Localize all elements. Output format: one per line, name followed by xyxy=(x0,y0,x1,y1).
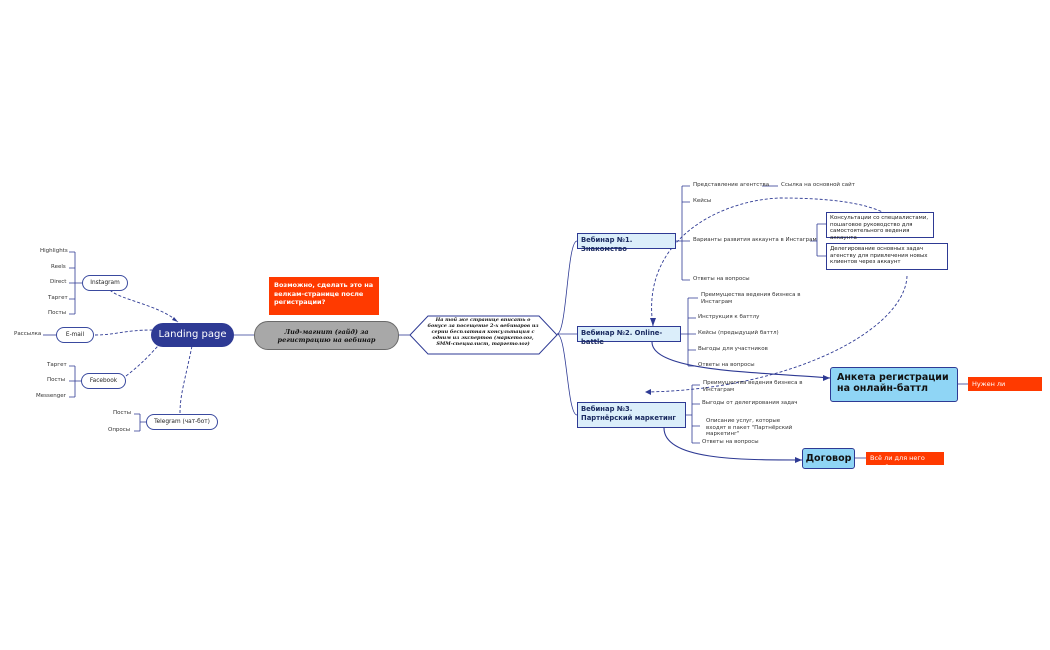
webinar-1-variant: Консультации со специалистами, пошаговое… xyxy=(826,212,934,241)
email-item: Рассылка xyxy=(14,331,42,337)
webinar-1-item: Представление агентства xyxy=(693,182,770,188)
webinar-2-item: Кейсы (предыдущий баттл) xyxy=(698,330,779,336)
instagram-item: Reels xyxy=(51,264,66,270)
webinar-3-item: Ответы на вопросы xyxy=(702,439,759,445)
telegram-label: Telegram (чат-бот) xyxy=(154,419,210,425)
webinar-3-item: Описание услуг, которые входят в пакет "… xyxy=(706,418,793,437)
webinar-3-label: Вебинар №3. Партнёрский маркетинг xyxy=(581,405,676,422)
webinar-2-item: Преимущества ведения бизнеса в Инстаграм xyxy=(701,292,801,305)
instagram-node[interactable]: Instagram xyxy=(82,275,128,291)
hexagon-shape xyxy=(409,315,558,355)
webinar-1-label: Вебинар №1. Знакомство xyxy=(581,236,633,253)
webinar-1-link: Ссылка на основной сайт xyxy=(781,182,855,188)
webinar-1-item: Ответы на вопросы xyxy=(693,276,750,282)
webinar-2-label: Вебинар №2. Online-battle xyxy=(581,329,663,346)
instagram-label: Instagram xyxy=(90,280,120,286)
facebook-item: Messenger xyxy=(36,393,66,399)
webinar-3-node[interactable]: Вебинар №3. Партнёрский маркетинг xyxy=(577,402,686,428)
dogovor-label: Договор xyxy=(805,453,852,464)
central-landing-page[interactable]: Landing page xyxy=(151,323,234,347)
instagram-item: Highlights xyxy=(40,248,68,254)
dogovor-node[interactable]: Договор xyxy=(802,448,855,469)
email-node[interactable]: E-mail xyxy=(56,327,94,343)
webinar-1-variant: Делегирование основных задач агенству дл… xyxy=(826,243,948,270)
anketa-label: Анкета регистрации на онлайн-баттл xyxy=(837,372,949,394)
webinar-3-item: Выгоды от делегирования задач xyxy=(702,400,798,406)
anketa-note-label: Нужен ли лендинг? xyxy=(972,380,1006,398)
variant-label: Консультации со специалистами, пошаговое… xyxy=(830,215,929,241)
hexagon-bonus-node[interactable]: На той же странице вписать о бонусе за п… xyxy=(426,317,540,353)
anketa-note: Нужен ли лендинг? xyxy=(968,377,1042,398)
dogovor-note-label: Всё ли для него есть? xyxy=(870,454,925,471)
central-label: Landing page xyxy=(158,329,227,340)
webinar-3-item: Преимущества ведения бизнеса в Инстаграм xyxy=(703,380,803,393)
webinar-1-item: Кейсы xyxy=(693,198,712,204)
webinar-2-item: Выгоды для участников xyxy=(698,346,768,352)
hexagon-label: На той же странице вписать о бонусе за п… xyxy=(427,317,539,347)
telegram-item: Опросы xyxy=(108,427,131,433)
lead-magnet-label: Лид-магнит (гайд) за регистрацию на веби… xyxy=(277,327,376,344)
instagram-item: Direct xyxy=(50,279,67,285)
lead-magnet-node[interactable]: Лид-магнит (гайд) за регистрацию на веби… xyxy=(254,321,399,350)
question-note: Возможно, сделать это на велкам-странице… xyxy=(269,277,379,315)
facebook-label: Facebook xyxy=(89,378,118,384)
question-note-label: Возможно, сделать это на велкам-странице… xyxy=(274,281,374,306)
variant-label: Делегирование основных задач агенству дл… xyxy=(830,246,928,265)
dogovor-note: Всё ли для него есть? xyxy=(866,452,944,471)
webinar-1-node[interactable]: Вебинар №1. Знакомство xyxy=(577,233,676,253)
email-label: E-mail xyxy=(65,332,85,338)
facebook-item: Посты xyxy=(47,377,66,383)
webinar-1-item: Варианты развития аккаунта в Инстаграм xyxy=(693,237,817,243)
webinar-2-node[interactable]: Вебинар №2. Online-battle xyxy=(577,326,681,346)
instagram-item: Посты xyxy=(48,310,67,316)
anketa-node[interactable]: Анкета регистрации на онлайн-баттл xyxy=(830,367,958,402)
webinar-2-item: Ответы на вопросы xyxy=(698,362,755,368)
telegram-node[interactable]: Telegram (чат-бот) xyxy=(146,414,218,430)
facebook-node[interactable]: Facebook xyxy=(81,373,126,389)
telegram-item: Посты xyxy=(113,410,132,416)
facebook-item: Таргет xyxy=(47,362,67,368)
webinar-2-item: Инструкция к баттлу xyxy=(698,314,760,320)
instagram-item: Таргет xyxy=(48,295,68,301)
